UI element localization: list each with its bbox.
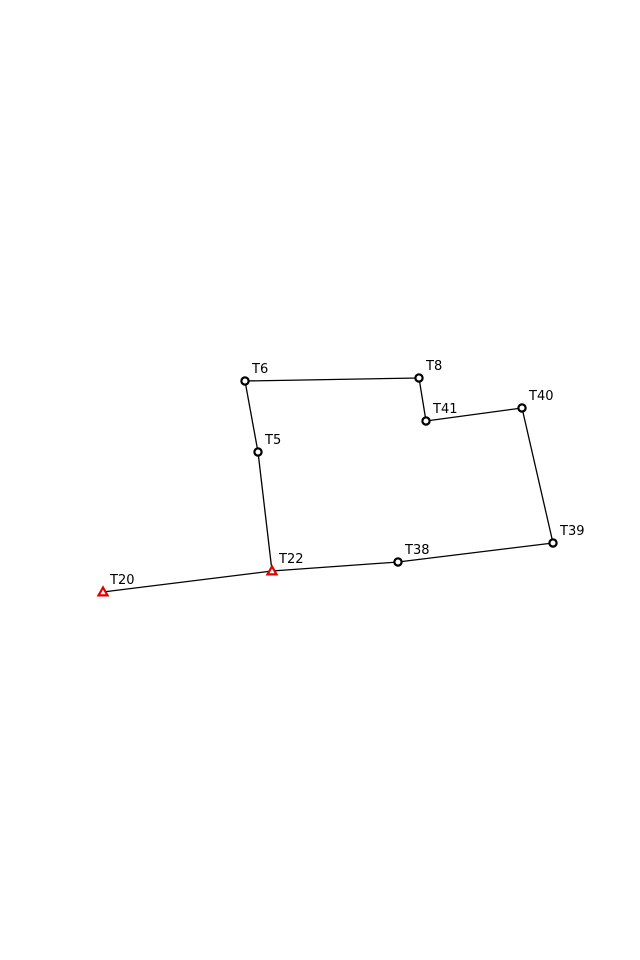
- station-label-t22: T22: [278, 552, 303, 567]
- station-t8-circle-marker: [414, 373, 424, 383]
- edge-t41-t8: [418, 377, 427, 422]
- station-label-t5: T5: [264, 433, 281, 448]
- edge-t20-t22: [102, 570, 273, 593]
- station-t22-triangle-marker: [265, 564, 279, 576]
- edge-t39-t40: [521, 407, 554, 544]
- edge-t6-t5: [244, 380, 259, 453]
- edge-t40-t41: [425, 407, 523, 422]
- edges-layer: [102, 377, 554, 593]
- station-label-t20: T20: [109, 573, 134, 588]
- station-label-t39: T39: [559, 524, 584, 539]
- nodes-layer: [96, 373, 558, 597]
- station-t40-circle-marker: [517, 403, 527, 413]
- edge-t38-t39: [397, 542, 554, 563]
- station-label-t40: T40: [528, 389, 553, 404]
- edge-t5-t22: [257, 451, 273, 572]
- station-t38-circle-marker: [393, 557, 403, 567]
- station-label-t41: T41: [432, 402, 457, 417]
- station-label-t8: T8: [425, 359, 442, 374]
- station-label-t38: T38: [404, 543, 429, 558]
- station-t20-triangle-marker: [96, 585, 110, 597]
- edge-t8-t6: [244, 377, 420, 382]
- station-t5-circle-marker: [253, 447, 263, 457]
- station-label-t6: T6: [251, 362, 268, 377]
- edge-t22-t38: [271, 561, 399, 572]
- station-t41-circle-marker: [421, 416, 431, 426]
- station-t6-circle-marker: [240, 376, 250, 386]
- station-t39-circle-marker: [548, 538, 558, 548]
